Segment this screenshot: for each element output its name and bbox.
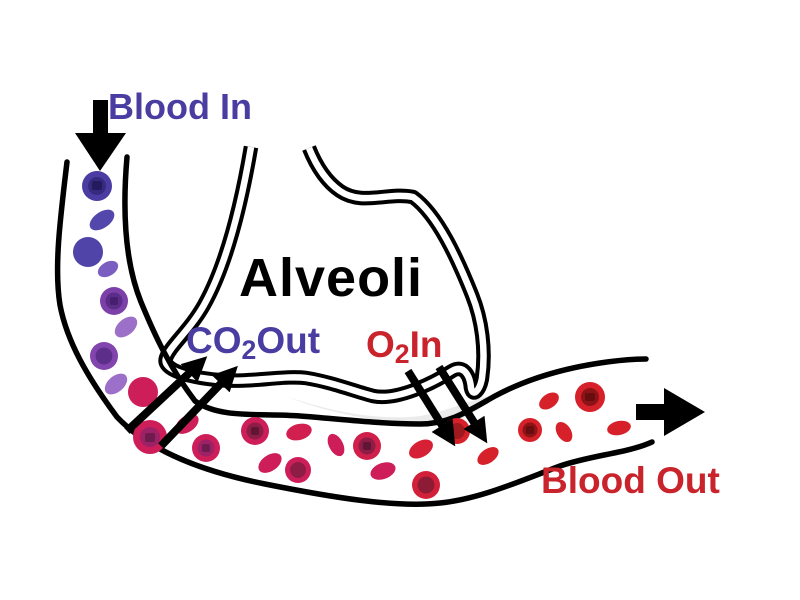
blood-cell bbox=[258, 453, 282, 473]
label-alveoli: Alveoli bbox=[239, 248, 424, 308]
o2-prefix: O bbox=[366, 324, 395, 365]
blood-cell bbox=[133, 420, 167, 454]
blood-cell bbox=[97, 260, 119, 278]
blood-cell bbox=[539, 392, 559, 410]
o2-in-arrow-icons bbox=[404, 364, 488, 447]
blood-cell bbox=[518, 418, 542, 442]
blood-out-arrow-icon bbox=[636, 388, 705, 436]
blood-cell bbox=[412, 471, 440, 499]
blood-cell bbox=[575, 382, 605, 412]
blood-cell bbox=[555, 421, 573, 443]
co2-prefix: CO bbox=[186, 320, 242, 361]
blood-cell bbox=[73, 237, 103, 267]
o2-subscript: 2 bbox=[394, 338, 410, 369]
blood-cell bbox=[100, 287, 128, 315]
capillary-wall-top bbox=[122, 154, 649, 427]
blood-cell bbox=[327, 433, 345, 457]
blood-cell bbox=[90, 342, 118, 370]
label-o2-in: O2In bbox=[366, 324, 443, 367]
blood-cells bbox=[73, 171, 631, 499]
blood-cell bbox=[192, 434, 220, 462]
co2-subscript: 2 bbox=[241, 334, 257, 365]
blood-cell bbox=[286, 423, 312, 441]
blood-cell bbox=[607, 420, 631, 436]
blood-cell bbox=[353, 432, 381, 460]
capillary-wall-left-bottom bbox=[54, 159, 655, 507]
blood-cell bbox=[114, 316, 138, 338]
blood-cell bbox=[89, 209, 115, 231]
label-blood-out: Blood Out bbox=[541, 460, 720, 501]
blood-cell bbox=[370, 462, 396, 480]
blood-in-arrow-icon bbox=[75, 100, 126, 171]
blood-cell bbox=[477, 447, 499, 465]
label-blood-in: Blood In bbox=[108, 86, 252, 127]
label-co2-out: CO2Out bbox=[186, 320, 321, 363]
blood-cell bbox=[409, 439, 433, 459]
blood-cell bbox=[104, 373, 128, 395]
o2-suffix: In bbox=[409, 324, 443, 365]
blood-cell bbox=[285, 457, 311, 483]
blood-cell bbox=[241, 417, 269, 445]
blood-cell bbox=[82, 171, 112, 201]
blood-cell bbox=[128, 377, 158, 407]
co2-suffix: Out bbox=[256, 320, 321, 361]
co2-out-arrow-icons bbox=[124, 356, 238, 449]
